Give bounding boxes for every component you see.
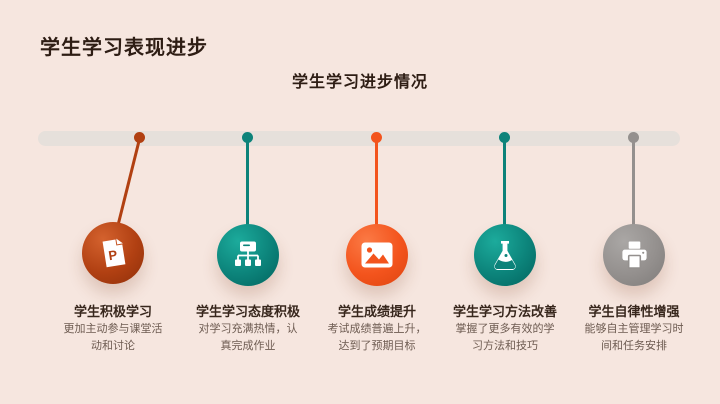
item-description: 考试成绩普遍上升，达到了预期目标: [327, 323, 427, 352]
pendulum-string-3: [375, 139, 378, 227]
pendulum-ball-1: P: [82, 222, 144, 284]
timeline-item-1: P 学生积极学习 更加主动参与课堂活动和讨论: [48, 0, 178, 404]
item-description: 对学习充满热情，认真完成作业: [198, 323, 298, 352]
svg-text:P: P: [107, 247, 118, 263]
page-subtitle: 学生学习进步情况: [291, 74, 428, 91]
sitemap-icon: [235, 241, 261, 266]
pendulum-ball-3: [346, 224, 408, 286]
item-label: 学生自律性增强: [588, 304, 680, 319]
timeline-dot-2: [242, 132, 253, 143]
item-label: 学生积极学习: [73, 304, 152, 319]
timeline-item-5: 学生自律性增强 能够自主管理学习时间和任务安排: [569, 0, 699, 404]
timeline-item-3: 学生成绩提升 考试成绩普遍上升，达到了预期目标: [312, 0, 442, 404]
pendulum-ball-2: [217, 224, 279, 286]
timeline-item-2: 学生学习态度积极 对学习充满热情，认真完成作业: [183, 0, 313, 404]
printer-icon: [621, 241, 647, 269]
page-title: 学生学习表现进步: [40, 37, 208, 59]
flask-icon: [494, 240, 516, 270]
pendulum-string-2: [246, 139, 249, 227]
timeline-item-4: 学生学习方法改善 掌握了更多有效的学习方法和技巧: [440, 0, 570, 404]
timeline-bar: [38, 131, 680, 146]
item-description: 更加主动参与课堂活动和讨论: [63, 323, 163, 352]
item-label: 学生成绩提升: [337, 304, 416, 319]
pendulum-string-5: [632, 139, 635, 227]
timeline-dot-3: [371, 132, 382, 143]
item-description: 掌握了更多有效的学习方法和技巧: [455, 323, 555, 352]
item-description: 能够自主管理学习时间和任务安排: [584, 323, 684, 352]
timeline-dot-4: [499, 132, 510, 143]
timeline-dot-1: [134, 132, 145, 143]
document-p-icon: P: [102, 238, 125, 268]
pendulum-ball-4: [474, 224, 536, 286]
image-icon: [361, 242, 393, 268]
item-label: 学生学习方法改善: [452, 304, 557, 319]
item-label: 学生学习态度积极: [195, 304, 300, 319]
pendulum-string-1: [115, 138, 141, 229]
timeline-dot-5: [628, 132, 639, 143]
pendulum-ball-5: [603, 224, 665, 286]
pendulum-string-4: [503, 139, 506, 227]
